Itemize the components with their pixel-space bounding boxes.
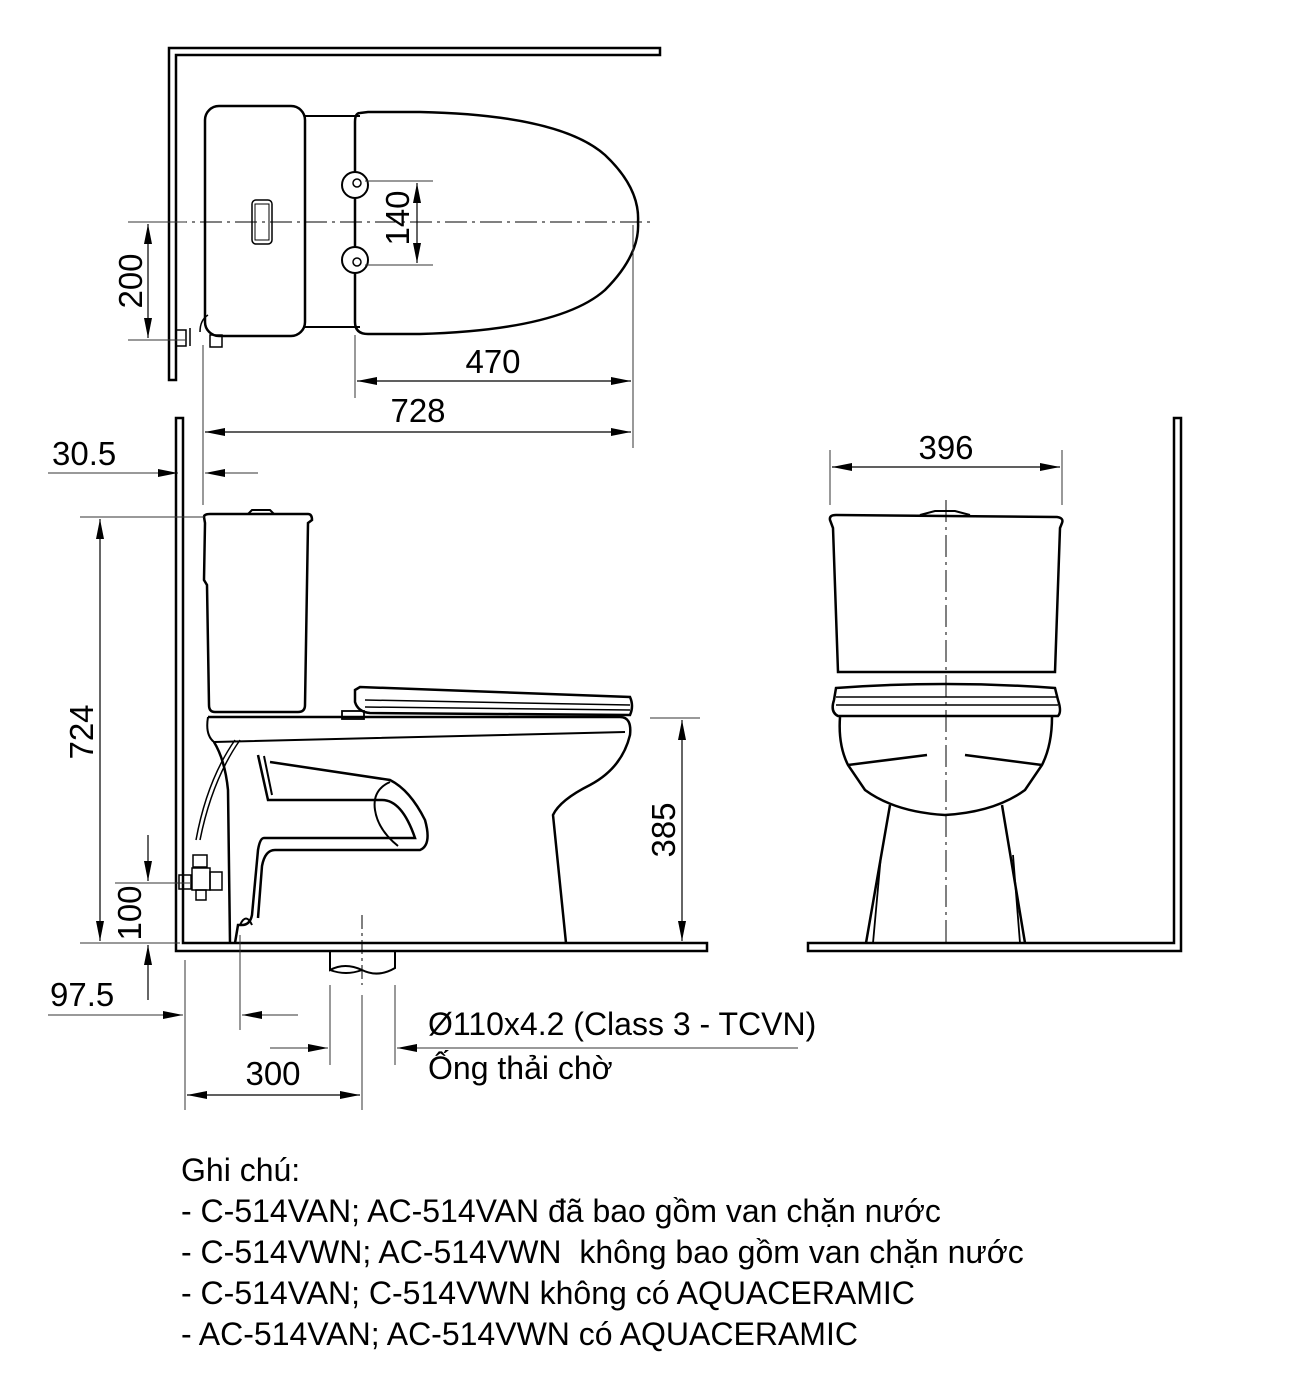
side-view — [48, 416, 798, 1110]
seat-side — [353, 685, 634, 717]
dim-300: 300 — [245, 1055, 300, 1092]
note-item: - C-514VWN; AC-514VWN không bao gồm van … — [181, 1234, 1024, 1270]
dim-724: 724 — [63, 704, 100, 759]
dim-97-5: 97.5 — [50, 976, 114, 1013]
wall-top-view — [167, 46, 662, 382]
front-view — [806, 416, 1183, 953]
hinge-icon — [341, 171, 369, 199]
pipe-spec-label: Ø110x4.2 (Class 3 - TCVN) — [428, 1006, 817, 1042]
notes-section: Ghi chú: - C-514VAN; AC-514VAN đã bao gồ… — [181, 1150, 1024, 1355]
dim-140: 140 — [379, 190, 416, 245]
note-item: - AC-514VAN; AC-514VWN có AQUACERAMIC — [181, 1316, 858, 1352]
notes-title: Ghi chú: — [181, 1152, 301, 1188]
dim-100: 100 — [111, 885, 148, 940]
dim-30-5: 30.5 — [52, 435, 116, 472]
tank-side — [202, 512, 314, 714]
tank-top — [203, 104, 307, 338]
note-item: - C-514VAN; C-514VWN không có AQUACERAMI… — [181, 1275, 915, 1311]
tank-front — [828, 513, 1064, 674]
dim-385: 385 — [645, 802, 682, 857]
dim-396: 396 — [918, 429, 973, 466]
top-view — [128, 46, 662, 505]
pipe-name-label: Ống thải chờ — [428, 1050, 613, 1086]
dim-200: 200 — [112, 253, 149, 308]
seat-top — [353, 110, 640, 336]
wall-floor-side — [174, 416, 709, 953]
dim-728: 728 — [390, 392, 445, 429]
hinge-icon — [341, 246, 369, 274]
note-item: - C-514VAN; AC-514VAN đã bao gồm van chặ… — [181, 1193, 941, 1229]
wall-floor-front — [806, 416, 1183, 953]
dim-470: 470 — [465, 343, 520, 380]
